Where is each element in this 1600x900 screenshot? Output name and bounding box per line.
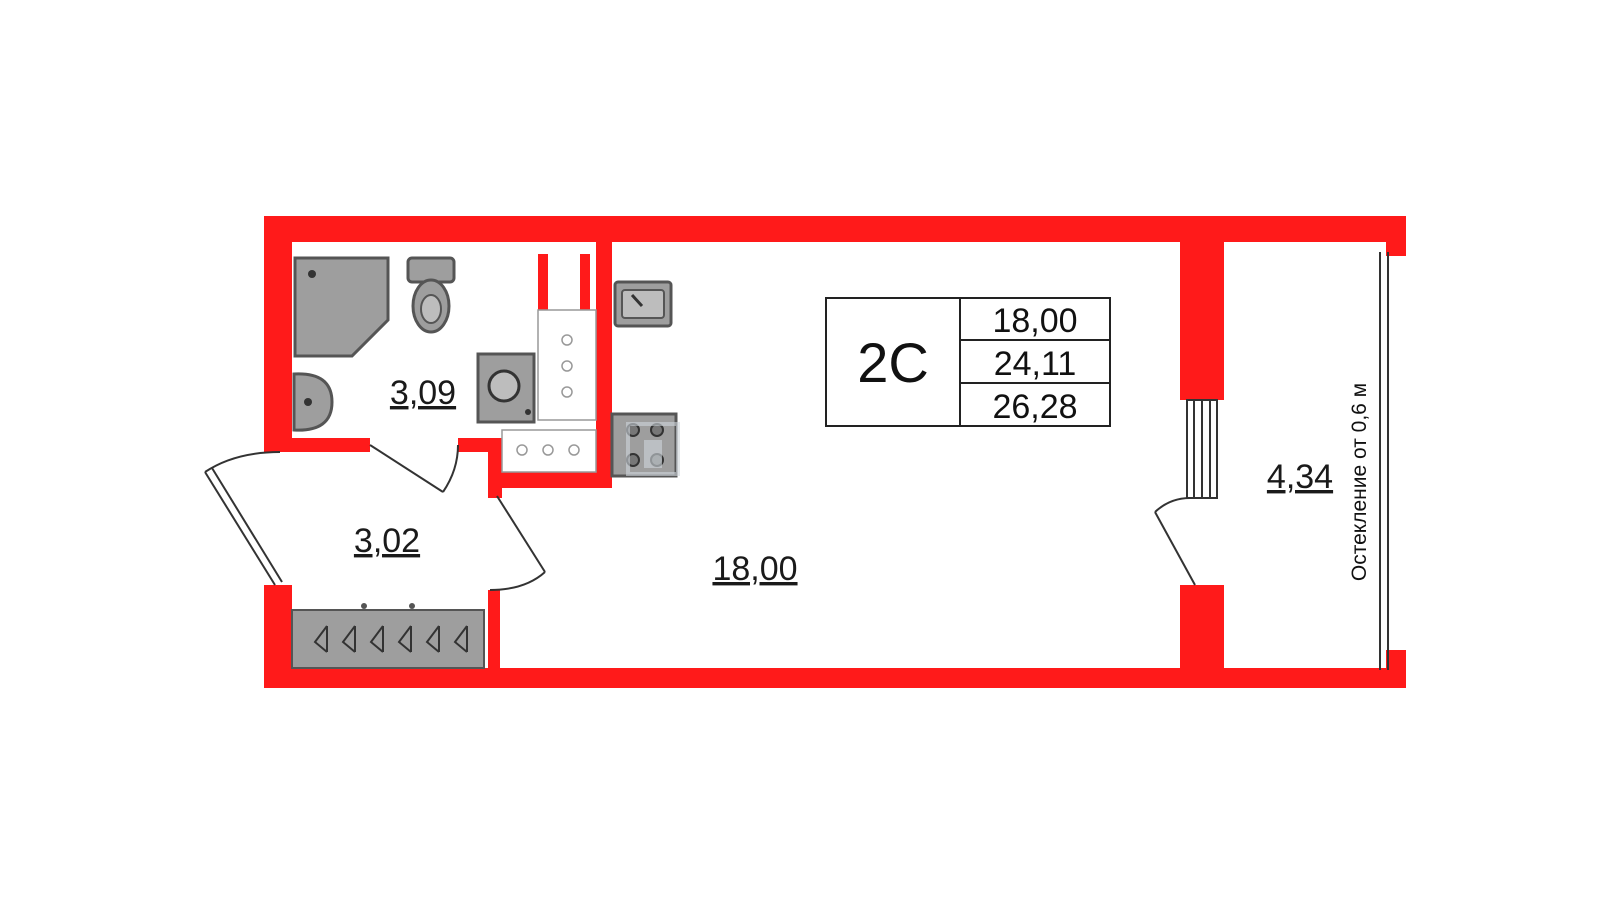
entrance-door-arc xyxy=(204,451,281,473)
apartment-type-code: 2С xyxy=(857,331,929,394)
entrance-door xyxy=(204,471,276,586)
doors xyxy=(204,399,1218,591)
hallway-area-label: 3,02 xyxy=(354,522,420,560)
toilet-icon xyxy=(406,256,456,334)
walls xyxy=(264,216,1406,688)
balcony-area-label: 4,34 xyxy=(1267,458,1333,496)
shower-icon xyxy=(293,256,390,358)
living-area: 18,00 xyxy=(992,302,1077,340)
bathroom-door xyxy=(369,444,444,493)
washing-machine-icon xyxy=(476,352,536,424)
total-area-with-balcony: 26,28 xyxy=(992,388,1077,426)
total-area: 24,11 xyxy=(994,345,1077,383)
bathroom-door-arc xyxy=(442,444,459,493)
kitchen-sink-icon xyxy=(613,280,673,328)
balcony-glazing-note: Остекление от 0,6 м xyxy=(1348,383,1371,581)
washbasin-icon xyxy=(292,372,334,432)
balcony-door-arc xyxy=(1154,497,1191,513)
kitchen-counter xyxy=(501,309,597,473)
bathroom-area-label: 3,09 xyxy=(390,374,456,412)
balcony-glazing xyxy=(1379,252,1389,670)
area-table: 2С 18,00 24,11 26,28 xyxy=(825,297,1111,427)
wardrobe-icon xyxy=(291,603,485,669)
main-room-area-label: 18,00 xyxy=(712,550,797,588)
balcony-door xyxy=(1154,511,1196,586)
room-door-arc xyxy=(489,571,546,591)
watermark xyxy=(626,422,680,476)
room-door xyxy=(496,495,546,573)
